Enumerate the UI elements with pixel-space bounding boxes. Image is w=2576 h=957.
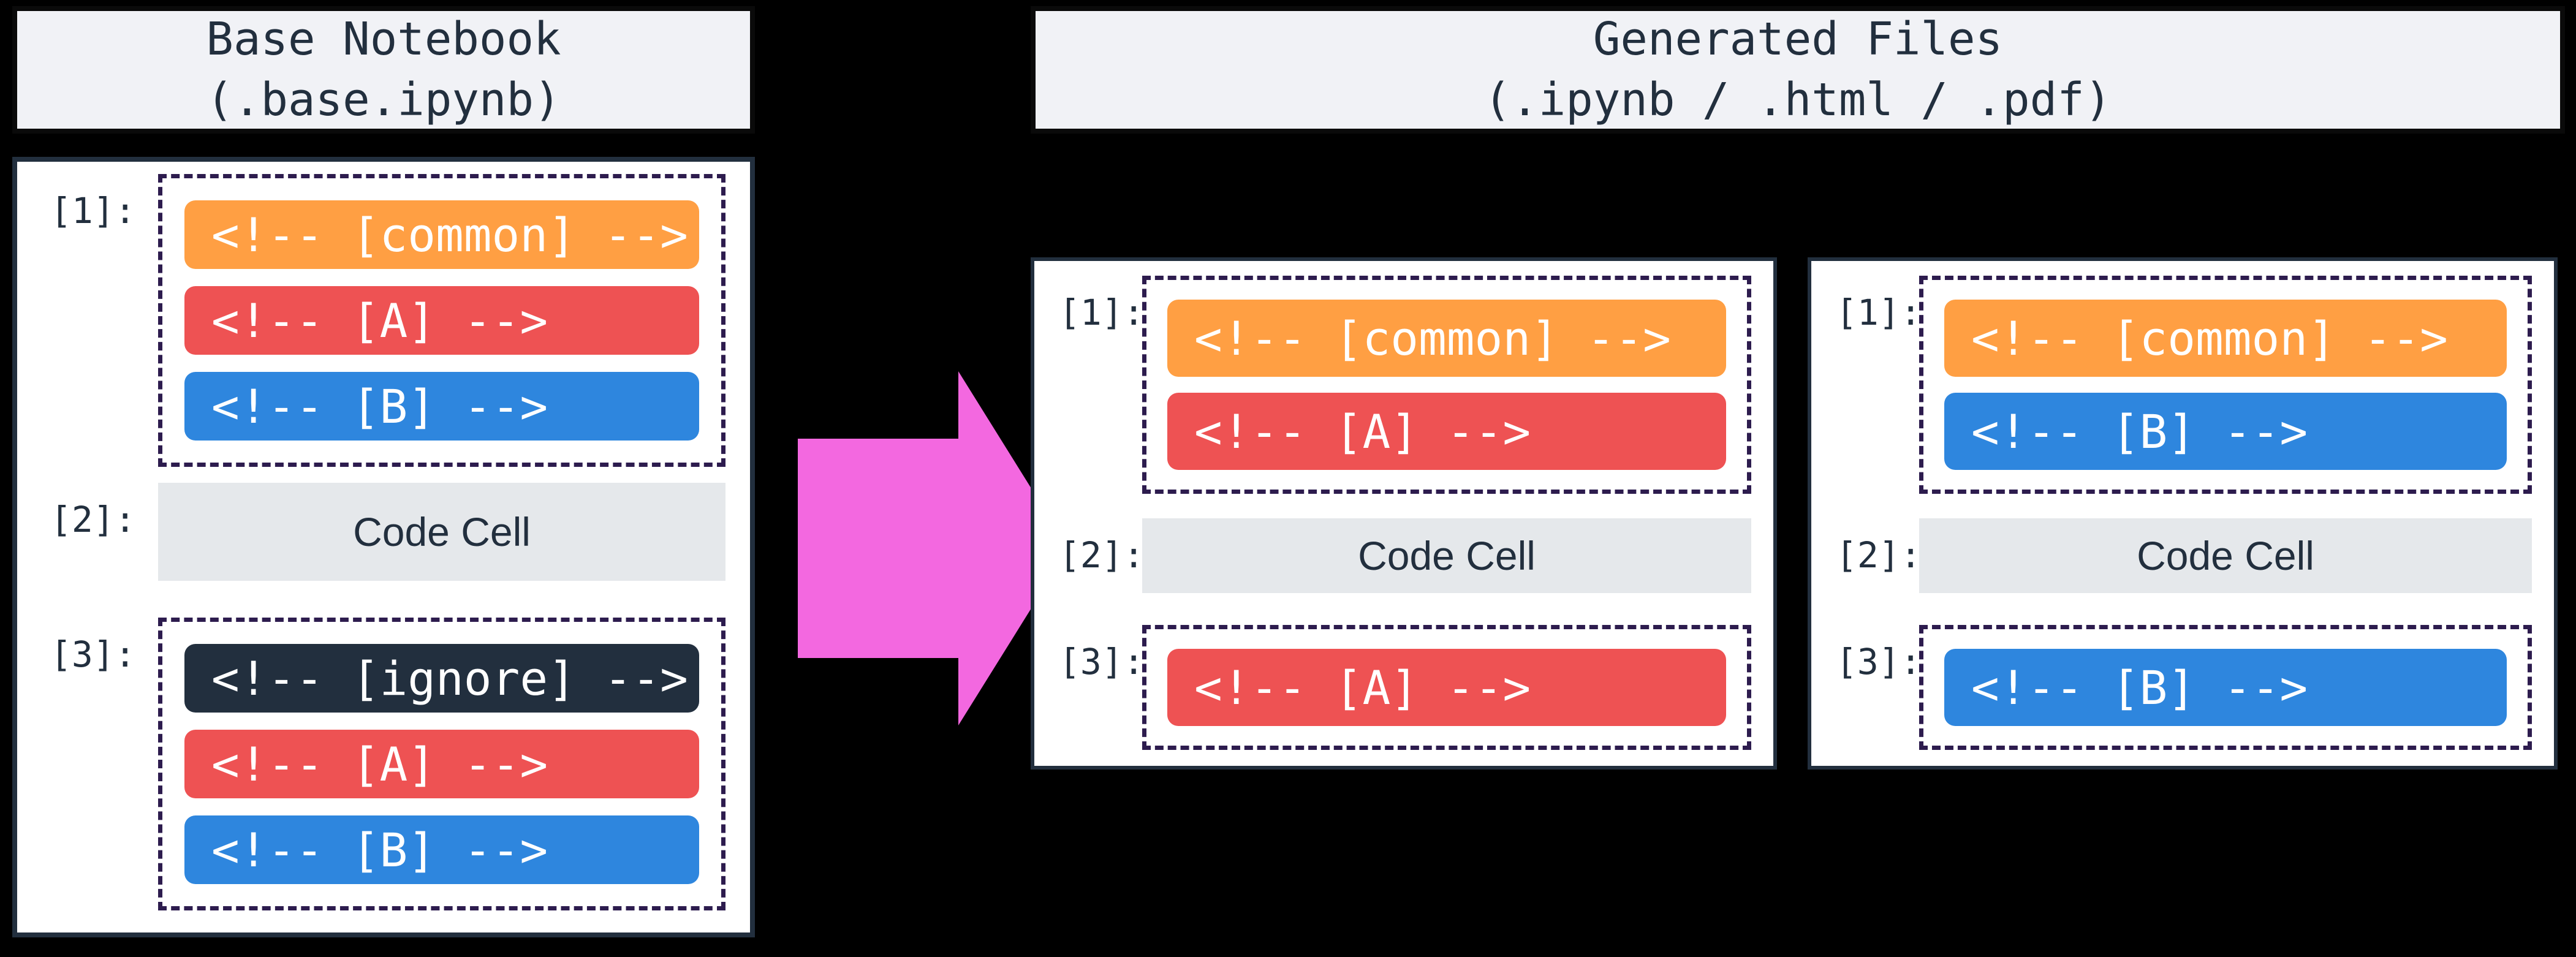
comment-tag-group: <!-- [common] --> <!-- [A] -->	[1142, 276, 1751, 494]
cell-index-label: [3]:	[1059, 641, 1145, 683]
generated-files-extensions: (.ipynb / .html / .pdf)	[1483, 74, 2112, 126]
comment-pill-b: <!-- [B] -->	[184, 815, 699, 884]
cell-row-3: [3]: <!-- [B] -->	[1827, 625, 2532, 750]
cell-row-3: [3]: <!-- [A] -->	[1050, 625, 1751, 750]
comment-pill-a: <!-- [A] -->	[184, 286, 699, 355]
base-notebook-extension: (.base.ipynb)	[206, 74, 561, 126]
cell-index-label: [2]:	[1059, 534, 1145, 576]
cell-row-1: [1]: <!-- [common] --> <!-- [A] -->	[1050, 276, 1751, 494]
comment-tag-group: <!-- [A] -->	[1142, 625, 1751, 750]
comment-pill-b: <!-- [B] -->	[1944, 649, 2507, 726]
code-cell: Code Cell	[158, 483, 725, 581]
cell-index-label: [3]:	[1836, 641, 1922, 683]
comment-pill-common: <!-- [common] -->	[1167, 300, 1726, 377]
cell-index-label: [1]:	[1059, 292, 1145, 333]
comment-tag-group: <!-- [B] -->	[1919, 625, 2532, 750]
cell-row-3: [3]: <!-- [ignore] --> <!-- [A] --> <!--…	[36, 618, 725, 910]
cell-row-2: [2]: Code Cell	[1050, 518, 1751, 593]
generated-files-title: Generated Files	[1593, 12, 2003, 66]
cell-index-label: [1]:	[50, 190, 136, 232]
comment-pill-b: <!-- [B] -->	[184, 372, 699, 441]
base-notebook-panel: [1]: <!-- [common] --> <!-- [A] --> <!--…	[12, 157, 755, 937]
comment-pill-common: <!-- [common] -->	[1944, 300, 2507, 377]
comment-pill-a: <!-- [A] -->	[1167, 393, 1726, 470]
cell-index-label: [3]:	[50, 634, 136, 675]
cell-row-1: [1]: <!-- [common] --> <!-- [A] --> <!--…	[36, 174, 725, 467]
comment-pill-b: <!-- [B] -->	[1944, 393, 2507, 470]
cell-index-label: [2]:	[50, 499, 136, 540]
generated-file-a-panel: [1]: <!-- [common] --> <!-- [A] --> [2]:…	[1031, 257, 1777, 770]
code-cell: Code Cell	[1142, 518, 1751, 593]
comment-pill-a: <!-- [A] -->	[184, 730, 699, 798]
comment-pill-ignore: <!-- [ignore] -->	[184, 644, 699, 713]
right-arrow-icon	[798, 371, 1069, 725]
code-cell: Code Cell	[1919, 518, 2532, 593]
cell-row-2: [2]: Code Cell	[36, 483, 725, 581]
generated-files-header: Generated Files (.ipynb / .html / .pdf)	[1031, 6, 2565, 134]
comment-tag-group: <!-- [ignore] --> <!-- [A] --> <!-- [B] …	[158, 618, 725, 910]
comment-pill-a: <!-- [A] -->	[1167, 649, 1726, 726]
base-notebook-header: Base Notebook (.base.ipynb)	[12, 6, 755, 134]
cell-index-label: [2]:	[1836, 534, 1922, 576]
cell-row-2: [2]: Code Cell	[1827, 518, 2532, 593]
generated-file-b-panel: [1]: <!-- [common] --> <!-- [B] --> [2]:…	[1808, 257, 2558, 770]
comment-tag-group: <!-- [common] --> <!-- [B] -->	[1919, 276, 2532, 494]
comment-tag-group: <!-- [common] --> <!-- [A] --> <!-- [B] …	[158, 174, 725, 467]
cell-row-1: [1]: <!-- [common] --> <!-- [B] -->	[1827, 276, 2532, 494]
comment-pill-common: <!-- [common] -->	[184, 200, 699, 269]
base-notebook-title: Base Notebook	[206, 12, 561, 66]
cell-index-label: [1]:	[1836, 292, 1922, 333]
